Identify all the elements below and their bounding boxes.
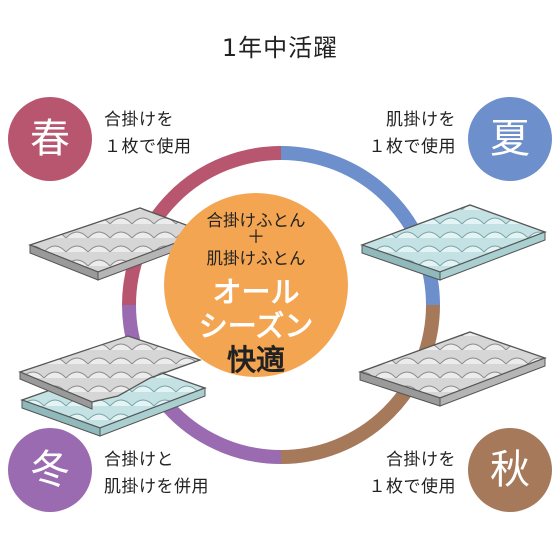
spring-note: 合掛けを １枚で使用 [104,107,192,161]
center-line-1: 合掛けふとん [206,211,306,230]
autumn-note-line-2: １枚で使用 [368,477,456,497]
spring-badge: 春 [8,97,92,181]
summer-note: 肌掛けを １枚で使用 [369,107,457,161]
summer-note-line-1: 肌掛けを [386,110,456,130]
center-big-1: オール [212,275,300,309]
center-circle: 合掛けふとん ＋ 肌掛けふとん オール シーズン 快適 [164,193,348,377]
page-title: 1年中活躍 [221,34,339,62]
winter-note-line-2: 肌掛けを併用 [104,477,209,497]
center-big-3: 快適 [226,343,285,377]
summer-badge: 夏 [468,97,552,181]
spring-note-line-1: 合掛けを [104,110,174,130]
winter-badge: 冬 [8,428,92,512]
ring-arc-autumn [280,304,440,464]
winter-note-line-1: 合掛けと [104,450,174,470]
winter-futon-icon [18,335,207,437]
summer-futon-icon [360,204,547,281]
winter-note: 合掛けと 肌掛けを併用 [104,447,209,501]
spring-note-line-2: １枚で使用 [104,137,192,157]
ring-arc-spring [122,146,282,306]
summer-note-line-2: １枚で使用 [368,137,456,157]
center-plus: ＋ [247,227,265,248]
center-line-2: 肌掛けふとん [206,249,306,268]
center-big-2: シーズン [198,309,314,343]
autumn-note-line-1: 合掛けを [386,450,456,470]
autumn-badge: 秋 [468,428,552,512]
autumn-futon-icon [358,331,547,407]
autumn-note: 合掛けを １枚で使用 [369,447,457,501]
